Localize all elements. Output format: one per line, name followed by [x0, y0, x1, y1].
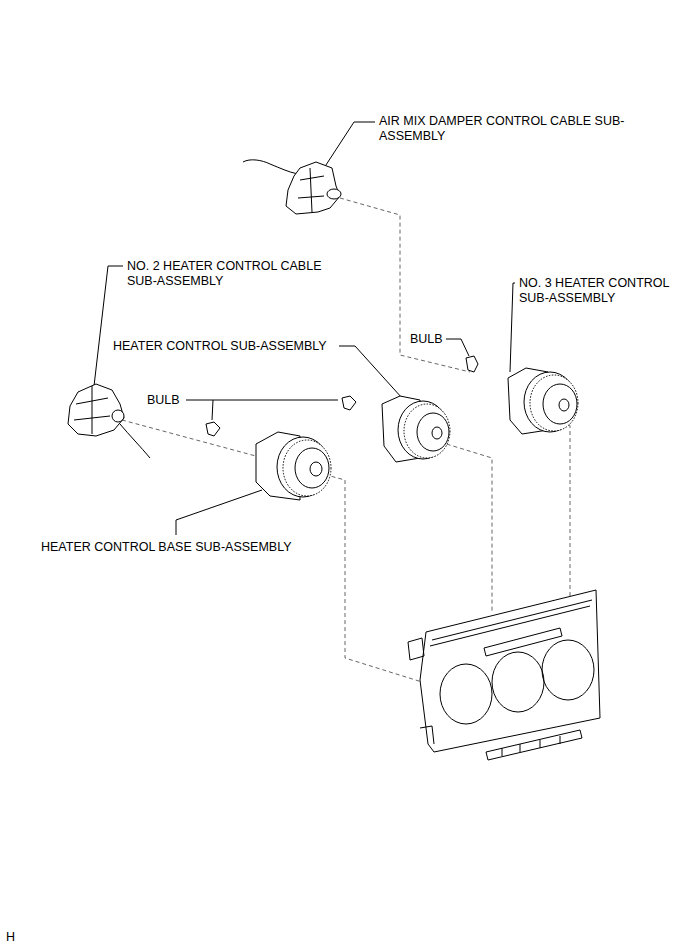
- assembly-lines: [122, 198, 570, 682]
- bulb-symbol: [206, 356, 478, 436]
- knob-part: [256, 432, 331, 500]
- part-name: BULB: [147, 393, 180, 408]
- part-name: AIR MIX DAMPER CONTROL CABLE SUB- ASSEMB…: [379, 114, 654, 144]
- knob-part: [508, 368, 578, 434]
- leader-lines: [94, 122, 515, 535]
- control-panel-bezel: [408, 590, 600, 760]
- page-code: H: [6, 930, 15, 945]
- cable-part: [68, 384, 150, 458]
- part-name: BULB: [410, 332, 443, 347]
- part-name: NO. 3 HEATER CONTROL SUB-ASSEMBLY: [519, 276, 681, 306]
- part-name: HEATER CONTROL SUB-ASSEMBLY: [113, 339, 327, 354]
- part-name: HEATER CONTROL BASE SUB-ASSEMBLY: [41, 540, 292, 555]
- knob-part: [382, 396, 450, 462]
- part-name: NO. 2 HEATER CONTROL CABLE SUB-ASSEMBLY: [127, 259, 342, 289]
- cable-part: [243, 160, 341, 214]
